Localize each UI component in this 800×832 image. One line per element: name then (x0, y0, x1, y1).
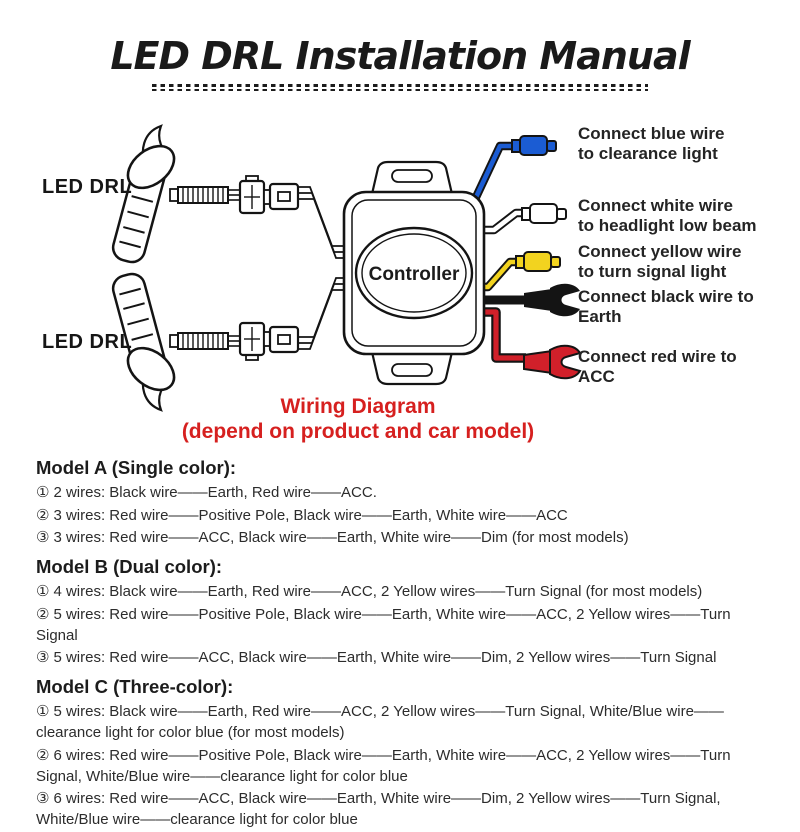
page-title: LED DRL Installation Manual (110, 34, 690, 78)
title-underline (152, 84, 648, 93)
yellow-bullet-connector (515, 251, 561, 272)
caption-line1: Wiring Diagram (280, 395, 436, 418)
yellow-wire-label: Connect yellow wire to turn signal light (578, 242, 742, 281)
drl-unit-lower (108, 269, 300, 412)
led-drl-label-bottom: LED DRL (42, 331, 133, 353)
blue-wire (466, 141, 514, 212)
red-fork-terminal (523, 344, 582, 380)
model-c-title: Model C (Three-color): (36, 676, 234, 697)
black-wire-label: Connect black wire to Earth (578, 287, 754, 326)
controller-box: Controller (342, 160, 486, 386)
blue-bullet-connector (511, 135, 557, 156)
caption-line2: (depend on product and car model) (181, 420, 535, 443)
white-bullet-connector (521, 203, 567, 224)
black-fork-terminal (524, 283, 580, 317)
led-drl-label-top: LED DRL (42, 176, 133, 198)
model-b-title: Model B (Dual color): (36, 556, 223, 577)
red-wire-label: Connect red wire to ACC (578, 347, 737, 386)
controller-label: Controller (369, 264, 460, 285)
blue-wire-label: Connect blue wire to clearance light (578, 124, 725, 163)
white-wire-label: Connect white wire to headlight low beam (578, 196, 757, 235)
diagram-caption: Wiring Diagram (depend on product and ca… (0, 394, 716, 444)
red-wire (476, 307, 526, 363)
wiring-diagram: Controller (108, 124, 582, 412)
model-a-title: Model A (Single color): (36, 457, 237, 478)
